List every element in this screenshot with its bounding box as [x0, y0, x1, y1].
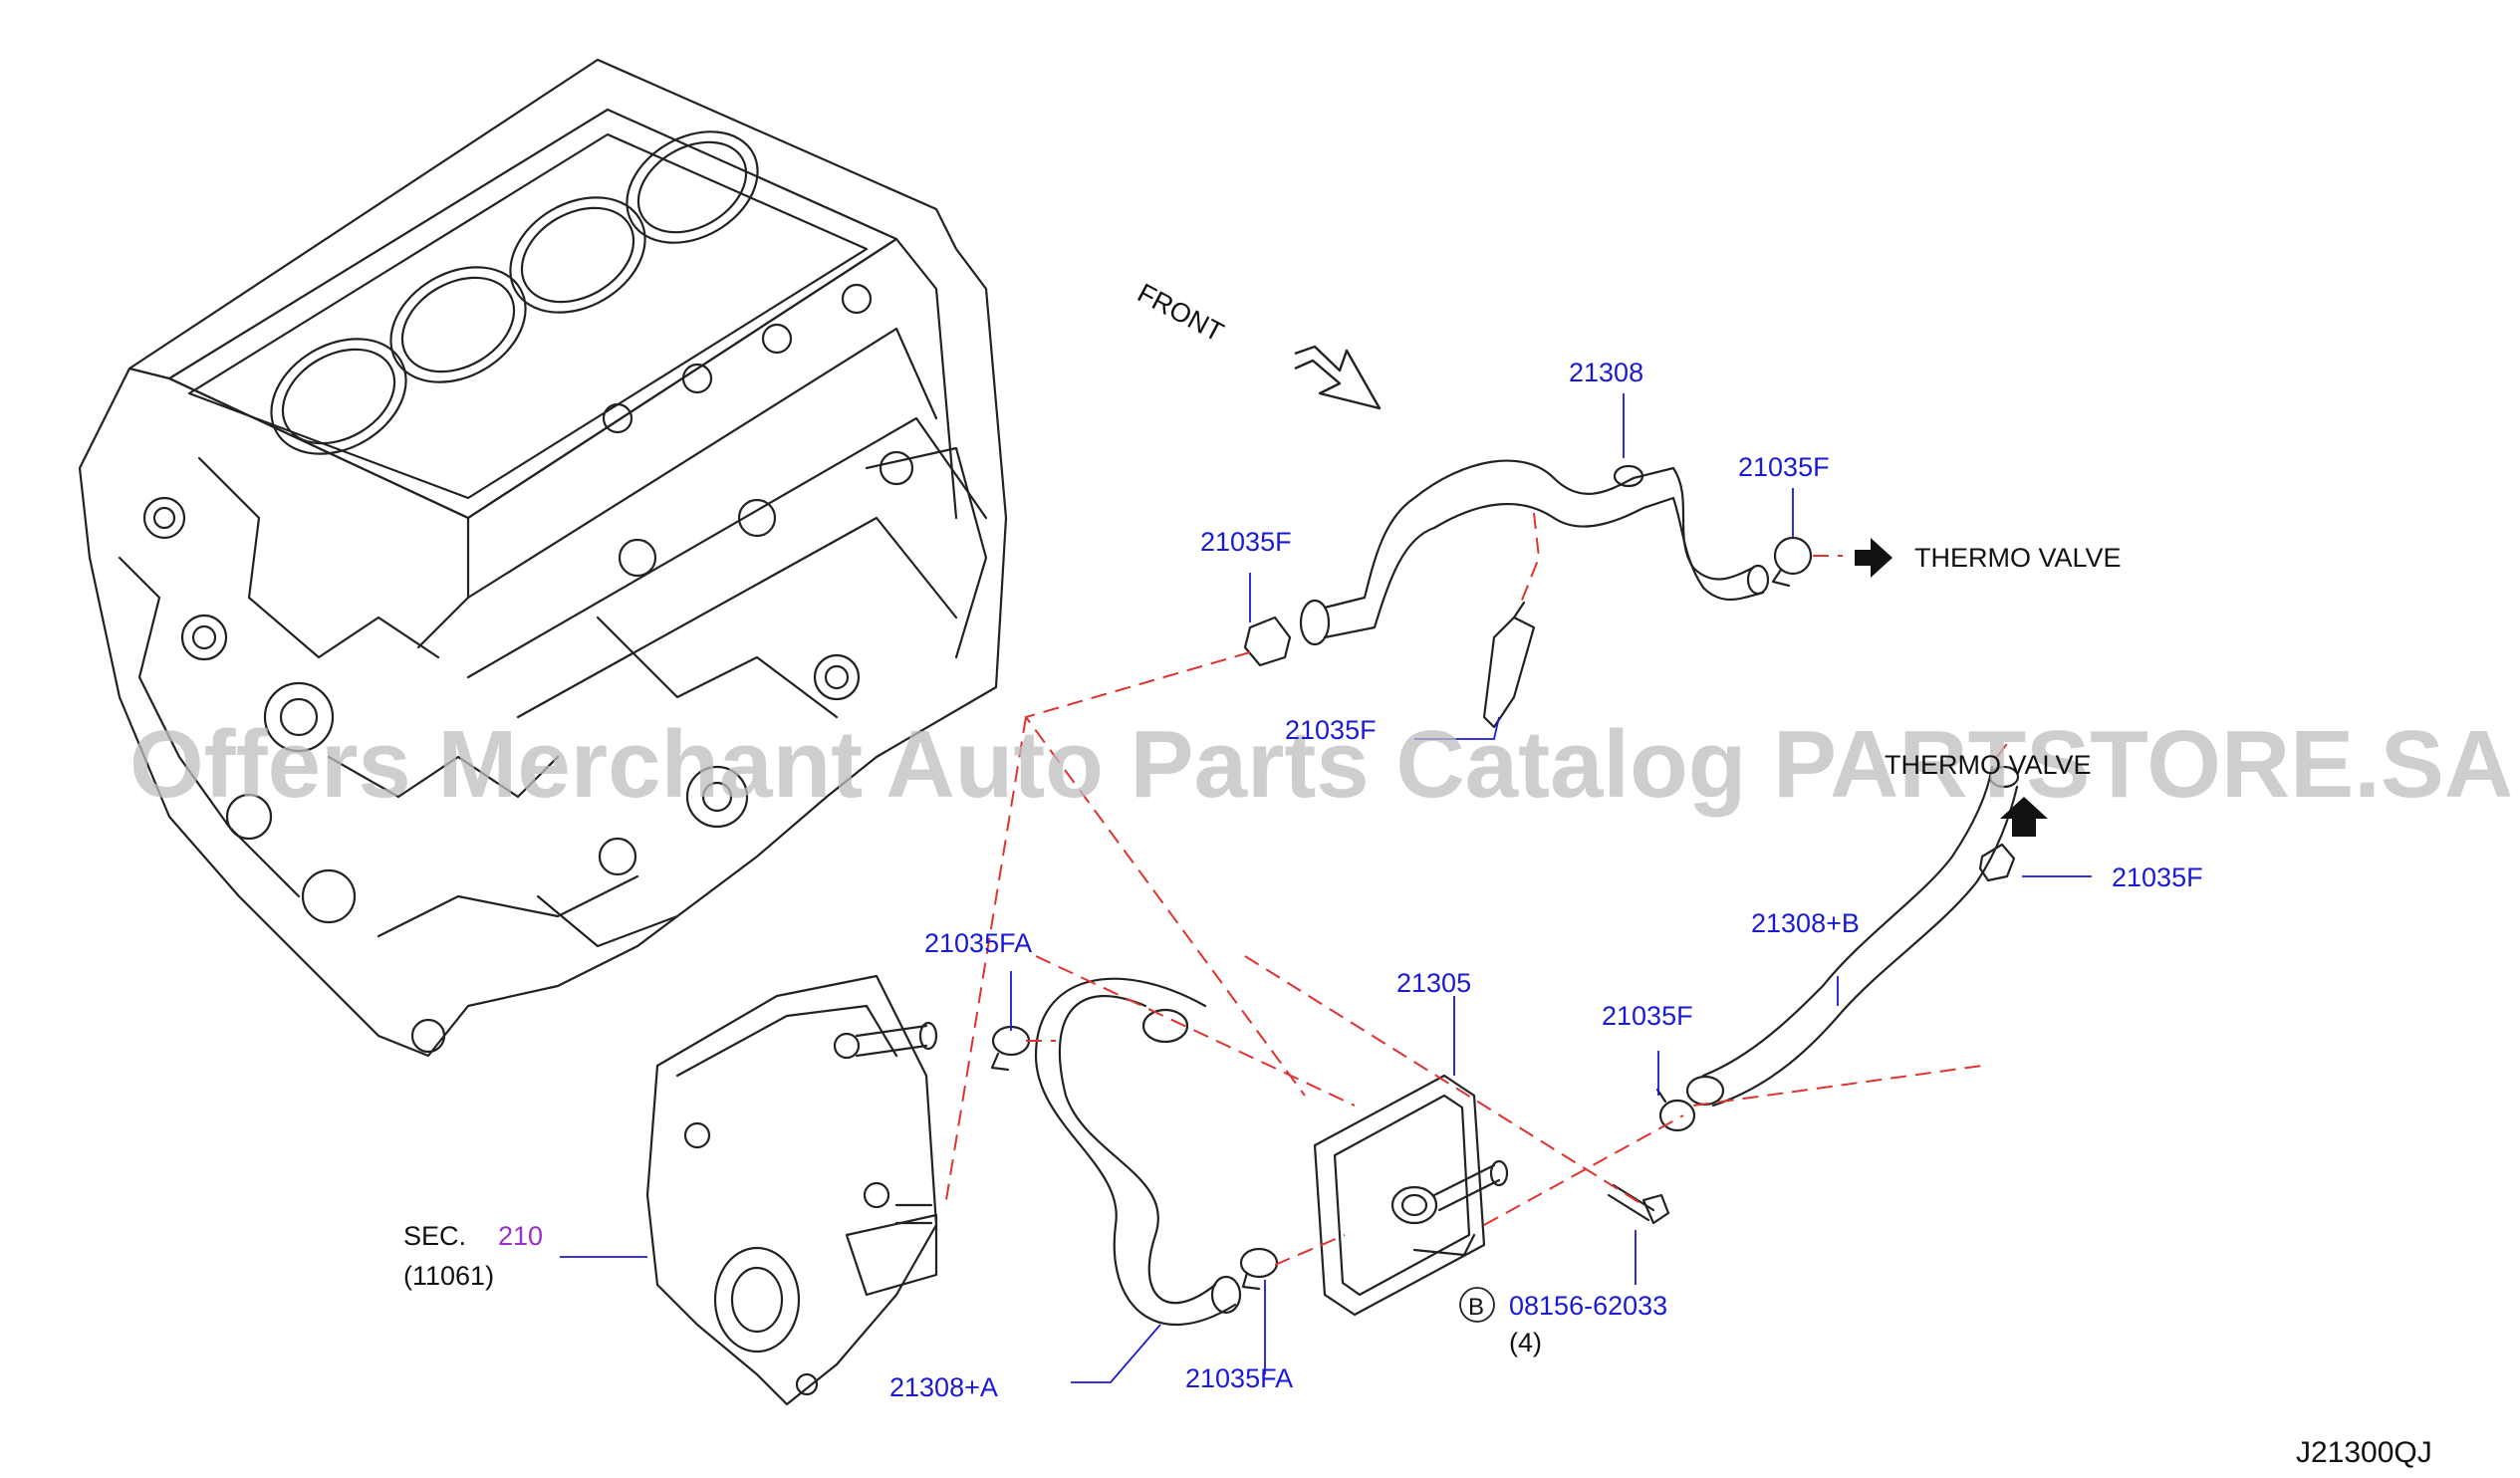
hose-21308b-illustration — [1685, 765, 2020, 1108]
sec-prefix-label: SEC. — [403, 1221, 466, 1251]
engine-block-illustration — [78, 58, 1008, 1058]
bolt-quantity-label: (4) — [1509, 1328, 1542, 1357]
bolt-callout-b: B — [1459, 1287, 1495, 1323]
label-21035f-upper-lower: 21035F — [1285, 715, 1377, 745]
thermo-valve-arrow-lower — [2000, 797, 2048, 837]
label-08156-62033: 08156-62033 — [1509, 1291, 1667, 1321]
front-cover-illustration — [645, 974, 938, 1406]
label-21305: 21305 — [1396, 968, 1471, 998]
part-leader-lines — [560, 393, 2092, 1383]
clamp-illustrations — [990, 536, 2016, 1291]
label-21035f-upper-left: 21035F — [1200, 527, 1292, 557]
dashed-leader-lines — [945, 512, 2013, 1266]
bolt-marker-letter: B — [1468, 1294, 1484, 1321]
label-21308: 21308 — [1569, 358, 1643, 387]
label-21308a: 21308+A — [889, 1372, 998, 1402]
sec-number-link[interactable]: 210 — [498, 1221, 543, 1251]
front-label: FRONT — [1133, 278, 1228, 348]
hose-21308-illustration — [1299, 459, 1770, 646]
thermo-valve-label-lower: THERMO VALVE — [1885, 750, 2092, 780]
front-direction-arrow — [1294, 345, 1382, 410]
watermark-text: Offers Merchant Auto Parts Catalog PARTS… — [129, 711, 2513, 818]
diagram-id-label: J21300QJ — [2296, 1436, 2432, 1469]
sec-sub-label: (11061) — [403, 1261, 494, 1291]
label-21035fa-bottom: 21035FA — [1185, 1363, 1293, 1393]
label-21035f-upper-right: 21035F — [1738, 452, 1830, 482]
thermo-valve-arrow-upper — [1855, 538, 1892, 578]
label-21308b: 21308+B — [1751, 908, 1860, 938]
label-21035fa-top: 21035FA — [924, 928, 1032, 958]
label-21035f-lower-right: 21035F — [2112, 862, 2203, 892]
thermo-valve-label-upper: THERMO VALVE — [1914, 543, 2122, 573]
hose-21308a-illustration — [1034, 977, 1242, 1326]
label-21035f-mid-right: 21035F — [1602, 1001, 1693, 1031]
bolt-illustration — [1607, 1183, 1670, 1225]
oil-cooler-illustration — [1313, 1074, 1509, 1317]
